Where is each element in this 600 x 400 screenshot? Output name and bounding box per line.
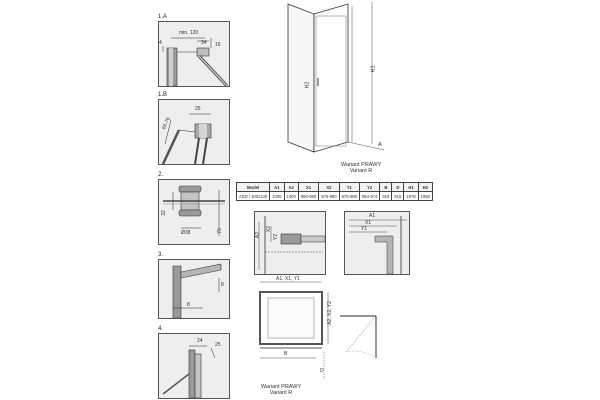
- mid-left-drawing: [258, 216, 325, 274]
- td-x1: 980-990: [297, 191, 320, 201]
- dim-h2: H2: [304, 81, 311, 89]
- td-y2: 964-974: [358, 191, 381, 201]
- detail-1b-label: 1.B: [158, 92, 168, 98]
- detail-3-label: 3.: [158, 252, 164, 258]
- detail-1b-drawing: [161, 113, 212, 164]
- plan-caption-en: Variant R: [269, 390, 293, 396]
- th-x1: X1: [297, 182, 320, 192]
- th-model: Model: [235, 182, 271, 192]
- detail-2-panel: 32 Ø38 70: [158, 179, 230, 245]
- mid-right-drawing: [349, 216, 407, 274]
- main-caption-en: Variant R: [349, 168, 373, 174]
- th-y2: Y2: [358, 182, 381, 192]
- detail-4-label: 4.: [158, 326, 164, 332]
- dim-x2-mid: X2: [266, 225, 273, 233]
- td-d: 915: [391, 191, 405, 201]
- dim-a2-x2-y2: A2, X2, Y2: [326, 301, 333, 325]
- dim-b-plan: B: [284, 351, 288, 357]
- dim-4: 4: [159, 40, 162, 46]
- th-b: B: [379, 182, 393, 192]
- plan-view-drawing: [259, 281, 329, 380]
- dim-8-vertical: 8: [221, 282, 224, 288]
- dim-y1-mid: Y1: [361, 226, 368, 232]
- spec-table-header-row: Model A1 A2 X1 X2 Y1 Y2 B D H1 H2: [235, 182, 433, 192]
- detail-2-label: 2.: [158, 172, 164, 178]
- dim-a2-mid: A2: [255, 231, 262, 239]
- detail-3-panel: 8 8: [158, 259, 230, 319]
- spec-table: Model A1 A2 X1 X2 Y1 Y2 B D H1 H2 ASD / …: [235, 182, 433, 201]
- td-a1: 1000: [269, 191, 285, 201]
- dim-25: 25: [195, 106, 201, 112]
- main-view-caption: Wariant PRAWY Variant R: [326, 162, 396, 174]
- plan-view-caption: Wariant PRAWY Variant R: [256, 384, 306, 396]
- dim-a: A: [378, 142, 382, 148]
- dim-d-plan: D: [320, 368, 324, 374]
- detail-1a-panel: min. 120 34 16 4: [158, 21, 230, 87]
- dim-min-120: min. 120: [179, 30, 199, 36]
- td-h1: 1978: [403, 191, 419, 201]
- dim-16: 16: [215, 42, 221, 48]
- mid-right-panel: A1 X1 Y1: [344, 211, 410, 275]
- main-caption-pl: Wariant PRAWY: [340, 162, 382, 168]
- th-y1: Y1: [338, 182, 360, 192]
- td-x2: 975-990: [318, 191, 340, 201]
- dim-a1-x1-y1: A1, X1, Y1: [276, 276, 300, 282]
- th-d: D: [391, 182, 405, 192]
- dim-8-horizontal: 8: [187, 302, 190, 308]
- td-a2: 1000: [283, 191, 299, 201]
- th-a2: A2: [283, 182, 299, 192]
- detail-4-drawing: [162, 345, 216, 398]
- detail-4-panel: 24 25: [158, 333, 230, 399]
- door-swing-drawing: [340, 315, 377, 359]
- detail-3-drawing: [172, 263, 222, 318]
- dim-70: 70: [216, 228, 223, 234]
- detail-1a-drawing: [162, 37, 229, 86]
- dim-h1: H1: [370, 65, 377, 73]
- mid-left-panel: A2 X2 Y2: [254, 211, 326, 275]
- dim-34: 34: [201, 40, 207, 46]
- td-h2: 1950: [417, 191, 433, 201]
- dim-25-detail4: 25: [215, 342, 221, 348]
- dim-a1-mid: A1: [369, 213, 376, 219]
- detail-1a-label: 1.A: [158, 14, 168, 20]
- td-model: ASD / 100x100: [235, 191, 271, 201]
- dim-24: 24: [197, 338, 203, 344]
- detail-1b-panel: 25 66-76: [158, 99, 230, 165]
- dim-32: 32: [160, 210, 167, 216]
- detail-2-drawing: [163, 185, 225, 236]
- dim-x1-mid: X1: [365, 220, 372, 226]
- th-h2: H2: [417, 182, 433, 192]
- th-a1: A1: [269, 182, 285, 192]
- td-y1: 975-985: [338, 191, 360, 201]
- table-row: ASD / 100x100 1000 1000 980-990 975-990 …: [235, 191, 433, 201]
- th-h1: H1: [403, 182, 419, 192]
- main-enclosure-drawing: [287, 2, 385, 153]
- td-b: 918: [379, 191, 393, 201]
- dim-y2-mid: Y2: [273, 233, 280, 241]
- plan-caption-pl: Wariant PRAWY: [260, 384, 302, 390]
- th-x2: X2: [318, 182, 340, 192]
- dim-o38: Ø38: [181, 230, 191, 236]
